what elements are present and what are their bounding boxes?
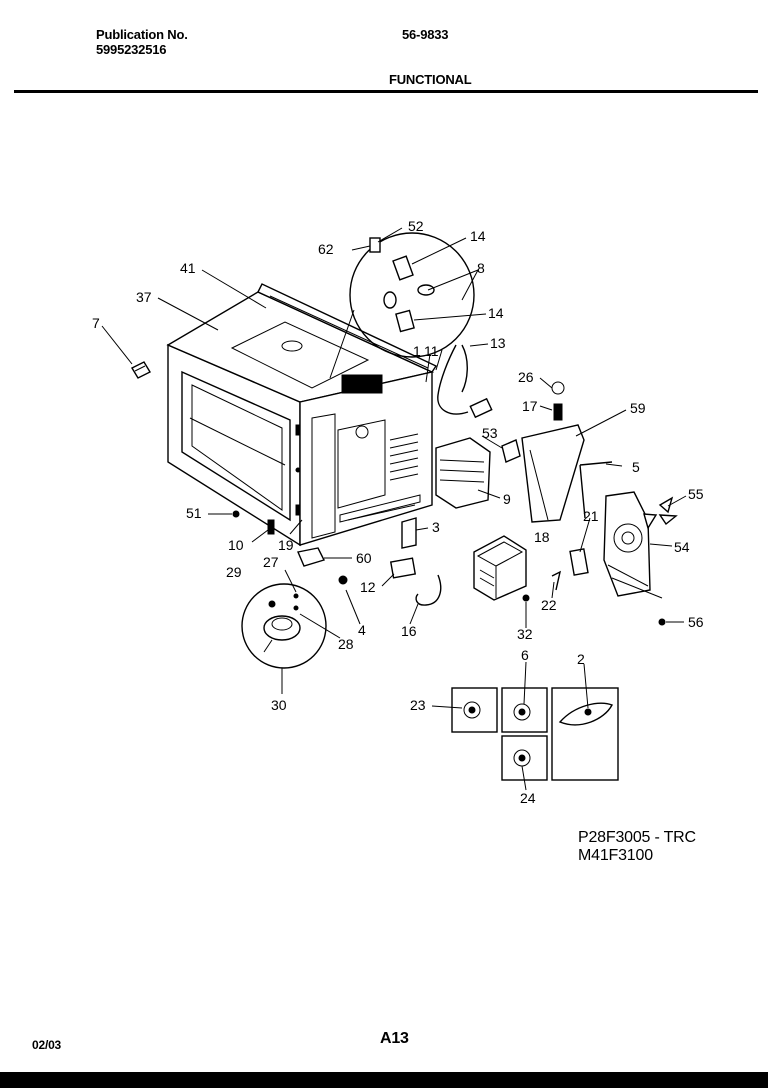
part-54-fan-motor: [603, 491, 663, 599]
callout-label: 37: [136, 289, 152, 305]
callout-label: 26: [518, 369, 534, 385]
part-59-bracket: [521, 424, 585, 523]
part-10: [267, 519, 275, 535]
callout-label: 1: [413, 343, 421, 359]
part-51: [232, 510, 240, 518]
part-4: [338, 575, 348, 585]
callout-label: 3: [432, 519, 440, 535]
callout-label: 60: [356, 550, 372, 566]
callout-label: 30: [271, 697, 287, 713]
publication-label: Publication No.: [96, 27, 188, 42]
callout-label: 4: [358, 622, 366, 638]
callout-label: 17: [522, 398, 538, 414]
callout-label: 19: [278, 537, 294, 553]
part-32: [522, 594, 530, 602]
leader-lines: [101, 227, 687, 791]
detail-circle-stirrer: [329, 232, 475, 379]
part-7-bracket: [131, 361, 151, 379]
callout-label: 22: [541, 597, 557, 613]
part-12: [389, 557, 417, 579]
document-code: 56-9833: [402, 27, 449, 42]
callout-label: 28: [338, 636, 354, 652]
part-60: [297, 547, 325, 567]
callout-label: 13: [490, 335, 506, 351]
header-rule: [14, 90, 758, 93]
part-5: [579, 461, 613, 519]
part-22: [551, 570, 562, 591]
callout-label: 54: [674, 539, 690, 555]
callout-label: 11: [424, 343, 439, 359]
callout-label: 32: [517, 626, 533, 642]
callout-label: 14: [470, 228, 486, 244]
part-56: [658, 618, 666, 626]
callout-label: 23: [410, 697, 426, 713]
part-16-wire: [415, 574, 442, 606]
callout-label: 56: [688, 614, 704, 630]
part-13-power-cord: [437, 344, 493, 419]
callout-label: 7: [92, 315, 100, 331]
callout-label: 12: [360, 579, 376, 595]
callout-label: 51: [186, 505, 202, 521]
part-9-transformer: [435, 437, 491, 509]
callout-label: 14: [488, 305, 504, 321]
callout-label: 62: [318, 241, 334, 257]
model-number-secondary: M41F3100: [578, 847, 653, 864]
callout-label: 21: [583, 508, 599, 524]
publication-number: 5995232516: [96, 42, 167, 57]
callout-label: 6: [521, 647, 529, 663]
boxed-part-23: [451, 687, 498, 733]
part-53: [501, 439, 521, 463]
callout-label: 9: [503, 491, 511, 507]
part-26-17: [551, 381, 565, 421]
callout-label: 10: [228, 537, 244, 553]
part-3: [401, 517, 417, 549]
part-55-fan-blade: [643, 496, 678, 530]
footer-page-code: A13: [380, 1030, 409, 1047]
part-21: [569, 548, 589, 576]
callout-label: 41: [180, 260, 196, 276]
callout-label: 29: [226, 564, 242, 580]
model-number-primary: P28F3005 - TRC: [578, 829, 696, 846]
callout-label: 2: [577, 651, 585, 667]
callout-numbers: 52 62 14 41 8 37 14 7 13 1 11 26 17 59 5…: [92, 218, 704, 806]
bottom-edge: [0, 1072, 768, 1088]
callout-label: 52: [408, 218, 424, 234]
callout-label: 24: [520, 790, 536, 806]
part-18-magnetron: [473, 535, 527, 601]
callout-label: 53: [482, 425, 498, 441]
section-title: FUNCTIONAL: [389, 72, 472, 87]
callout-label: 55: [688, 486, 704, 502]
footer-date: 02/03: [32, 1038, 62, 1052]
callout-label: 8: [477, 260, 485, 276]
callout-label: 59: [630, 400, 646, 416]
callout-label: 18: [534, 529, 550, 545]
detail-circle-motor: [241, 583, 327, 669]
callout-label: 5: [632, 459, 640, 475]
boxed-part-2: [551, 687, 619, 781]
oven-cavity-assembly: [166, 283, 438, 547]
callout-label: 16: [401, 623, 417, 639]
callout-label: 27: [263, 554, 279, 570]
boxed-part-24: [501, 735, 548, 781]
